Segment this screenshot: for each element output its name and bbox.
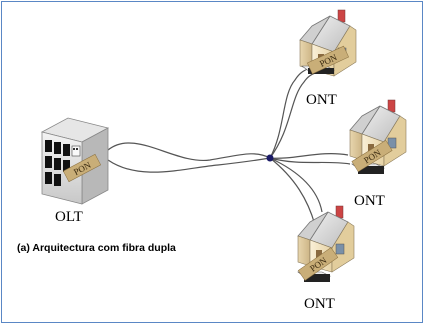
fiber-splitter-to-ont-top-a: [269, 67, 311, 159]
ont-house-bottom: PON: [297, 205, 355, 282]
ont-label-middle: ONT: [354, 193, 385, 209]
fiber-cables: [107, 67, 351, 226]
diagram-caption: (a) Arquitectura com fibra dupla: [17, 242, 176, 254]
fiber-splitter-to-ont-bottom-a: [269, 157, 323, 213]
fiber-olt-to-splitter-b: [107, 157, 271, 173]
fiber-splitter-to-ont-mid-b: [269, 157, 351, 165]
fiber-splitter-to-ont-top-b: [269, 71, 319, 159]
fiber-olt-to-splitter-a: [107, 142, 271, 162]
optical-splitter: [266, 154, 274, 162]
fiber-splitter-to-ont-mid-a: [269, 152, 349, 159]
ont-label-top: ONT: [306, 92, 337, 108]
olt-label: OLT: [55, 209, 83, 225]
ont-house-top: PON: [299, 9, 357, 77]
olt-device: PON: [40, 117, 110, 205]
ont-house-middle: PON: [349, 99, 407, 174]
ont-label-bottom: ONT: [304, 296, 335, 312]
fiber-splitter-to-ont-bottom-b: [269, 157, 316, 226]
